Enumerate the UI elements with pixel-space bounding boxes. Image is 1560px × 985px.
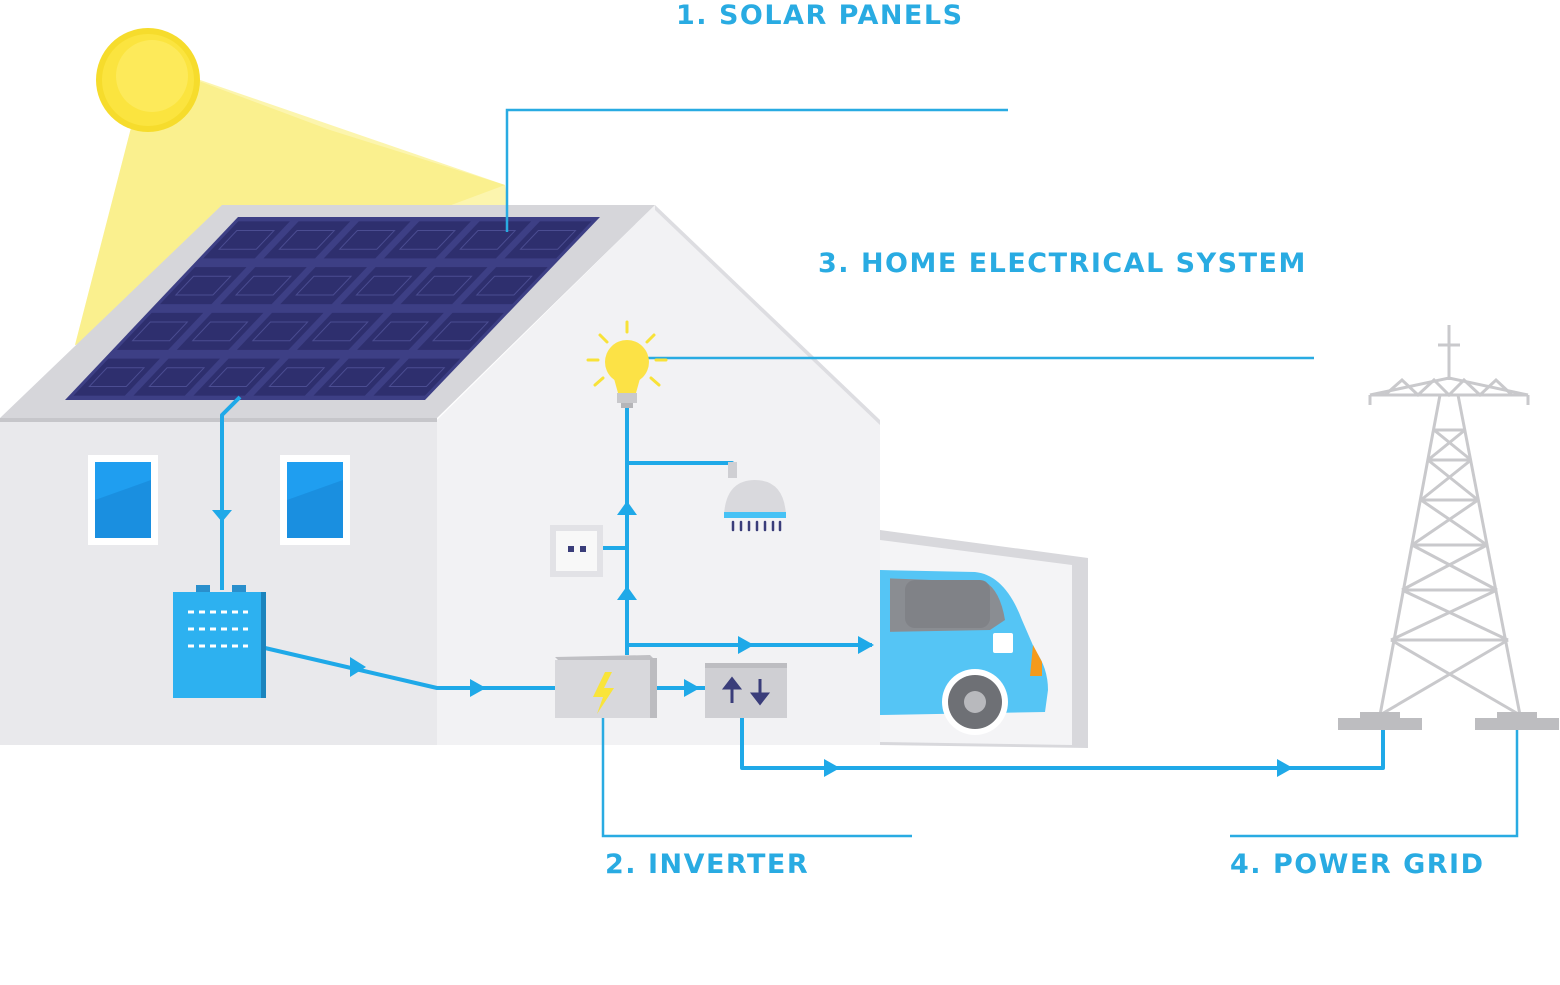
label-inverter: 2. INVERTER	[605, 849, 810, 880]
solar-cell-detail	[415, 275, 473, 296]
transmission-tower-icon	[1368, 325, 1530, 717]
tower-bases	[1338, 712, 1559, 730]
solar-cell-detail	[431, 321, 490, 342]
solar-cell-detail	[278, 230, 336, 250]
solar-cell-detail	[131, 321, 189, 342]
shower-head-icon	[724, 462, 786, 532]
solar-cell-detail	[148, 367, 206, 387]
label-power-grid: 4. POWER GRID	[1230, 849, 1485, 880]
window-left	[88, 455, 158, 545]
light-bulb-icon	[586, 320, 668, 408]
solar-cell-detail	[217, 230, 276, 250]
inverter-lightning-icon	[555, 655, 657, 718]
solar-cell-detail	[371, 321, 430, 342]
power-outlet-icon	[550, 525, 603, 577]
solar-cell-detail	[191, 321, 249, 342]
solar-cell-detail	[328, 367, 386, 387]
house-side-wall	[437, 205, 880, 745]
solar-cell-detail	[388, 367, 446, 387]
solar-cell-detail	[295, 275, 353, 296]
bidirectional-meter-icon	[705, 663, 787, 718]
solar-cell-detail	[398, 230, 457, 250]
label-home-electrical-system: 3. HOME ELECTRICAL SYSTEM	[818, 248, 1307, 279]
solar-cell-detail	[519, 230, 577, 250]
solar-cell-detail	[355, 275, 413, 296]
battery-icon	[173, 585, 266, 698]
leader-lines	[505, 108, 1519, 838]
solar-cell-detail	[174, 275, 232, 296]
solar-cell-detail	[268, 367, 326, 387]
electric-car-icon	[880, 570, 1048, 735]
solar-cell-detail	[234, 275, 292, 296]
solar-cell-detail	[251, 321, 309, 342]
solar-cell-detail	[459, 230, 517, 250]
solar-cell-detail	[88, 367, 146, 387]
label-solar-panels: 1. SOLAR PANELS	[676, 0, 964, 31]
solar-cell-detail	[475, 275, 533, 296]
solar-panel-icon	[65, 217, 600, 400]
wire-arrows	[212, 501, 1293, 777]
sun-icon	[96, 28, 200, 132]
window-right	[280, 455, 350, 545]
solar-cell-detail	[208, 367, 266, 387]
solar-cell-detail	[311, 321, 369, 342]
solar-cell-detail	[338, 230, 396, 250]
